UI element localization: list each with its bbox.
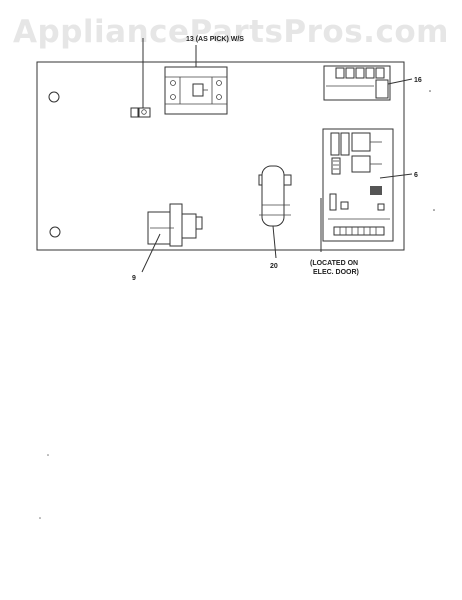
label-6: 6 bbox=[414, 172, 418, 179]
relay-9 bbox=[141, 203, 203, 273]
label-13: 13 (AS PICK) W/S bbox=[186, 36, 244, 43]
watermark-logo: AppliancePartsPros.com bbox=[13, 14, 449, 50]
mounting-hole-top-left bbox=[48, 91, 60, 103]
label-9: 9 bbox=[132, 275, 136, 282]
relay-13 bbox=[164, 45, 228, 115]
scan-speck bbox=[429, 90, 431, 92]
small-terminal-component bbox=[130, 38, 151, 118]
location-note-line1: (LOCATED ON bbox=[310, 260, 358, 267]
label-16: 16 bbox=[414, 77, 422, 84]
circuit-board-6 bbox=[320, 128, 413, 252]
location-note-line2: ELEC. DOOR) bbox=[313, 269, 359, 276]
label-20: 20 bbox=[270, 263, 278, 270]
scan-speck bbox=[39, 517, 41, 519]
mounting-hole-bottom-left bbox=[49, 226, 61, 238]
circuit-board-16 bbox=[323, 65, 413, 101]
capacitor-20 bbox=[258, 165, 292, 259]
scan-speck bbox=[47, 454, 49, 456]
scan-speck bbox=[433, 209, 435, 211]
